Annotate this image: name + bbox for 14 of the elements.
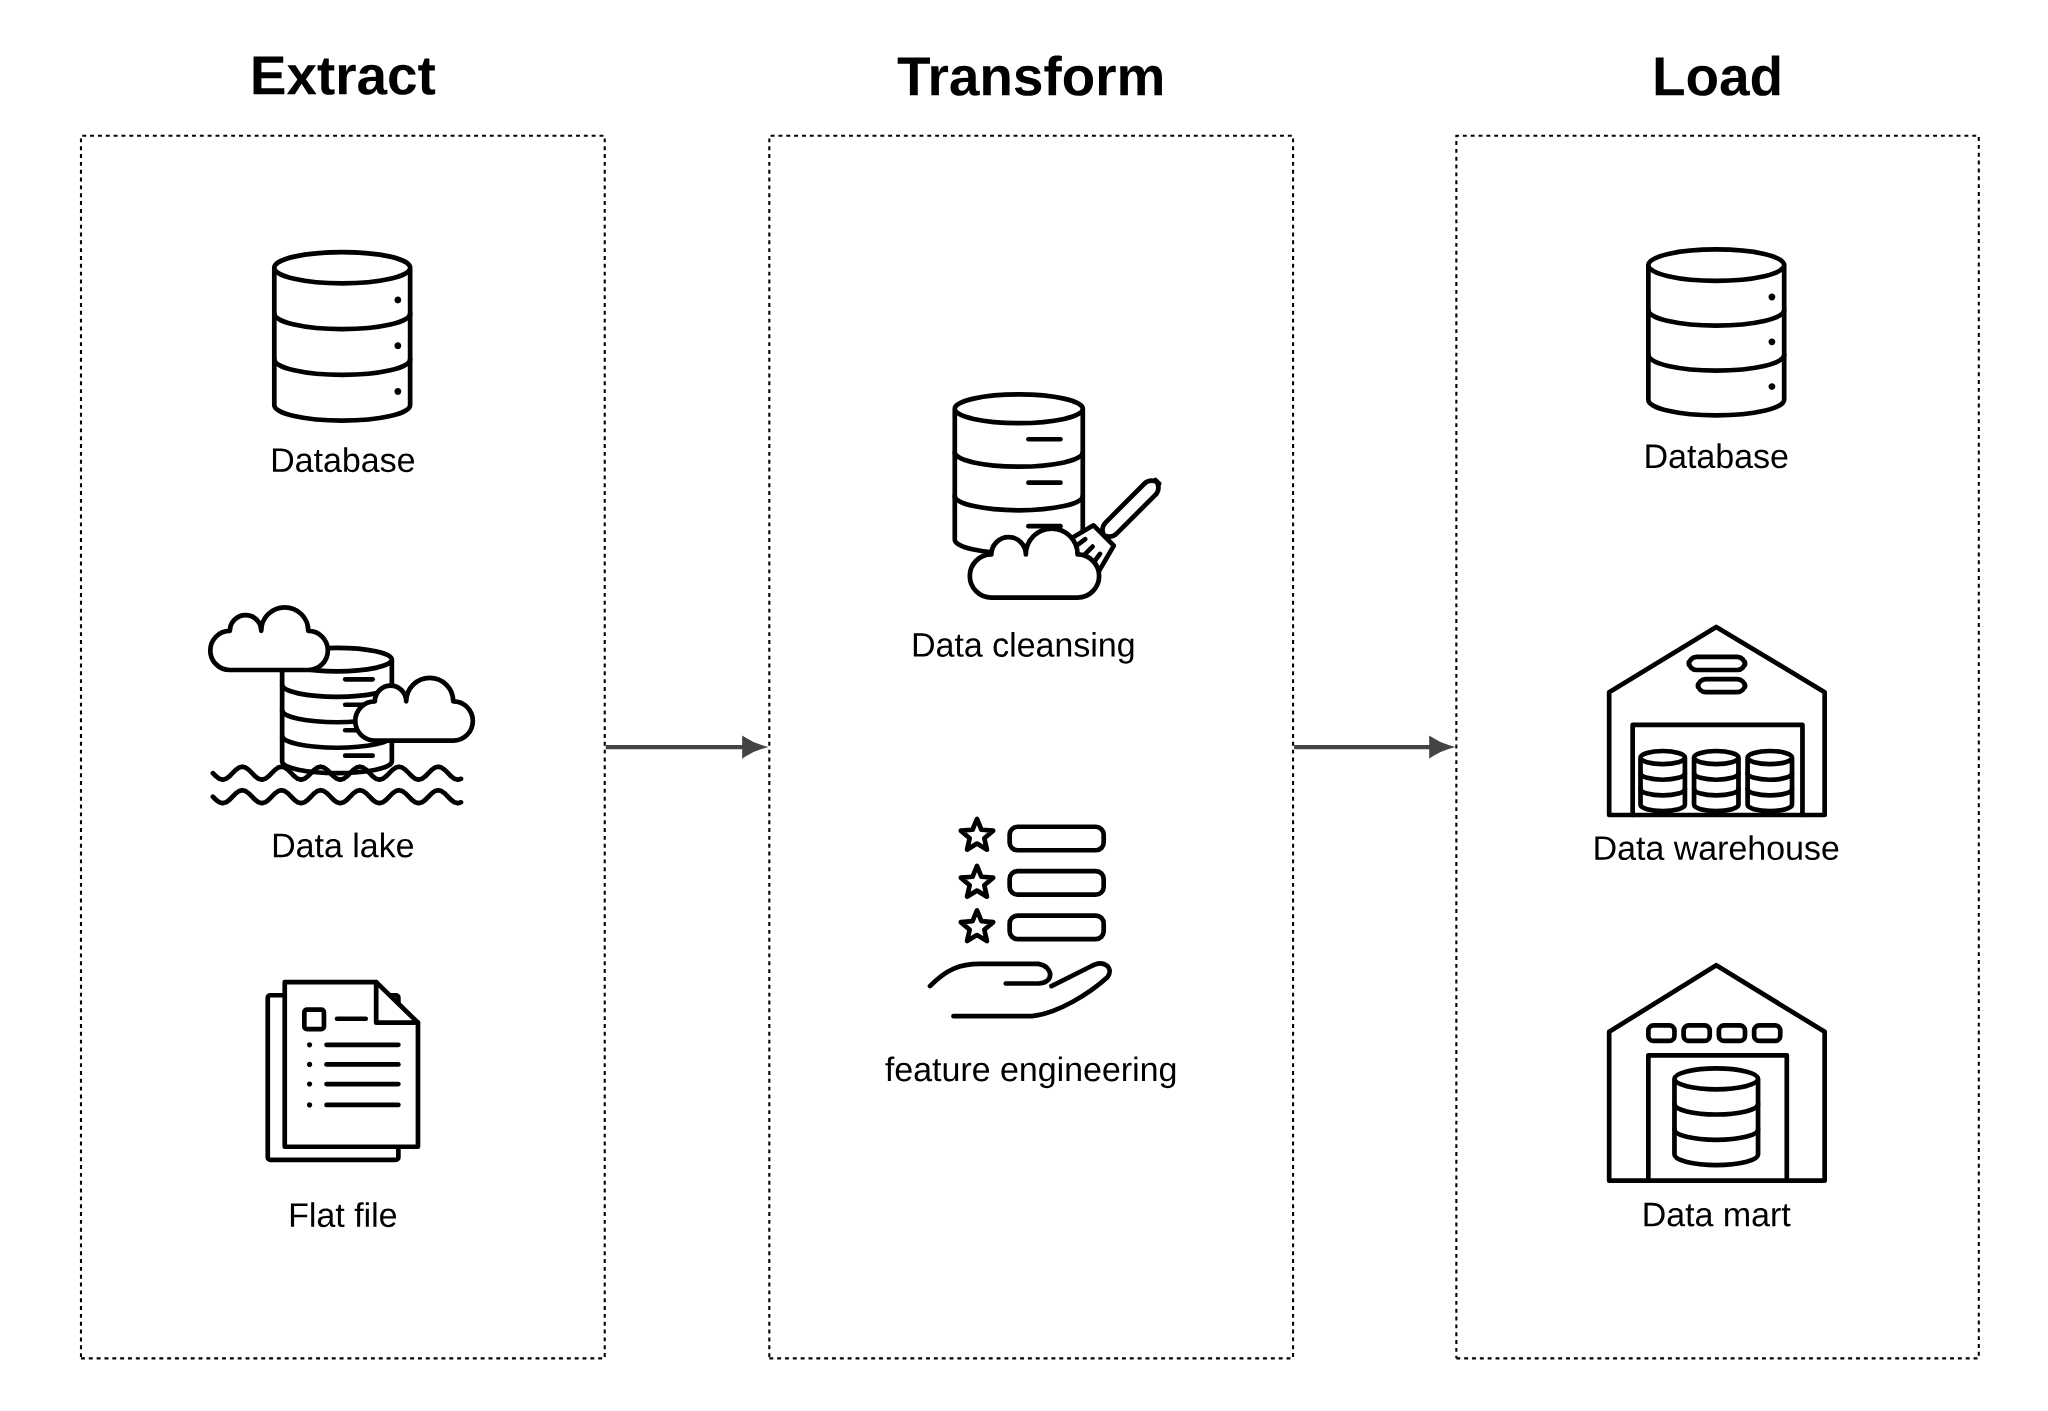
icon-caption: Data mart	[1644, 1203, 1791, 1227]
icon-caption: Data lake	[273, 832, 414, 858]
icon-caption: Database	[272, 447, 414, 473]
icon-caption: feature engineering	[885, 1056, 1176, 1089]
icon-caption: Data cleansing	[913, 632, 1134, 664]
icon-caption: Flat file	[290, 1202, 397, 1228]
stage-heading: Transform	[897, 55, 1162, 97]
stage-heading: Load	[1655, 55, 1780, 97]
icon-caption: Data warehouse	[1595, 835, 1839, 861]
stage-heading: Extract	[253, 56, 436, 96]
stage-panel	[1455, 55, 1980, 1360]
stage-panel	[768, 55, 1295, 1360]
stage-panel	[79, 56, 606, 1360]
icon-caption: Database	[1646, 443, 1788, 469]
